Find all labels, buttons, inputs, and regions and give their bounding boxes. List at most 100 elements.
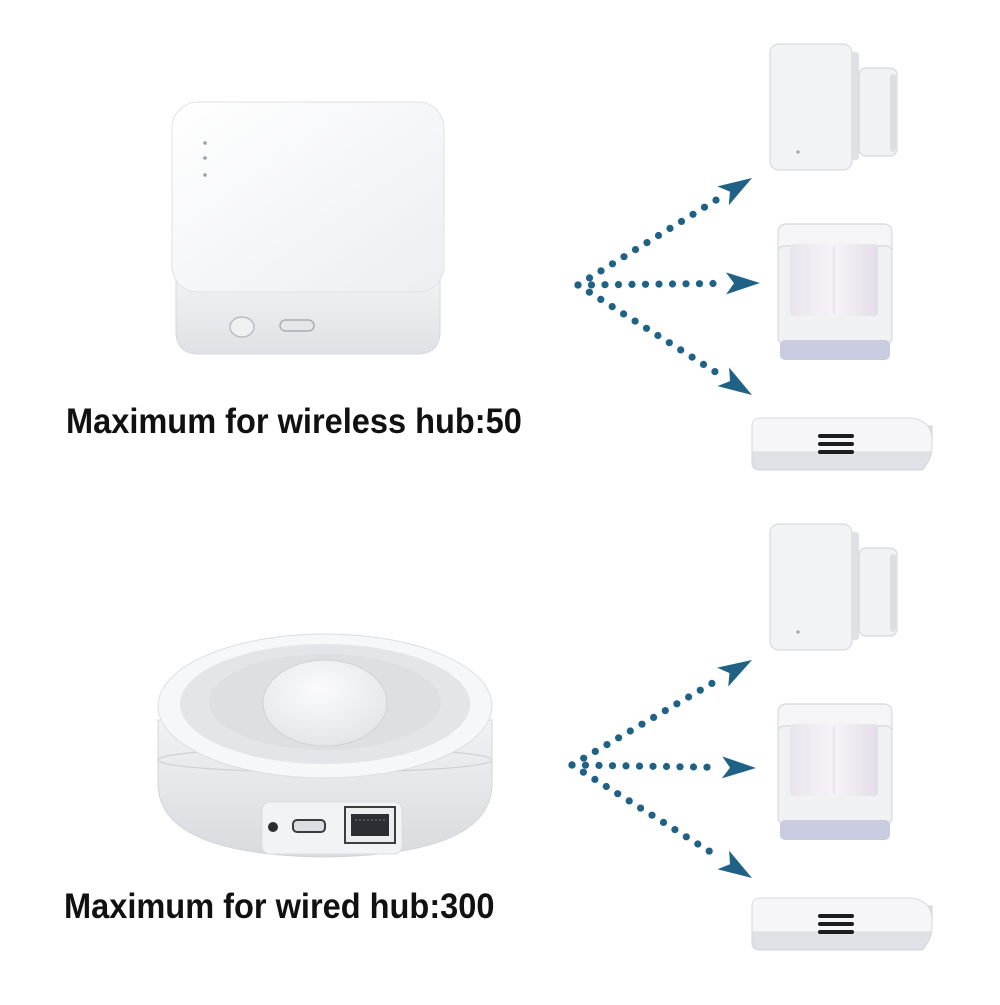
arrow-dot	[568, 761, 576, 769]
arrow-dot	[615, 734, 623, 742]
temperature-humidity-sensor	[751, 417, 933, 471]
arrow-dot	[587, 281, 596, 289]
ethernet-port-icon	[344, 806, 396, 844]
arrow-dot	[625, 797, 633, 805]
arrow-dot	[638, 720, 646, 728]
arrow-dot	[650, 713, 658, 722]
arrow-head-icon	[717, 367, 752, 395]
indicator-light	[203, 173, 207, 177]
indicator-light	[203, 141, 207, 145]
arrow-dot	[709, 279, 717, 288]
arrow-dot	[712, 196, 720, 204]
arrow-dot	[595, 761, 603, 770]
arrow-dot	[654, 331, 662, 340]
arrow-dot	[620, 253, 628, 261]
reset-hole-icon	[268, 822, 278, 832]
arrow-dot	[597, 295, 605, 303]
arrow-dot	[626, 727, 634, 735]
door-sensor	[769, 43, 898, 171]
arrow-dot	[668, 280, 677, 288]
arrow-dot	[614, 281, 623, 289]
arrow-dot	[677, 346, 685, 354]
arrow-dot	[711, 368, 719, 376]
motion-sensor	[777, 223, 893, 360]
arrow-dot	[694, 840, 702, 848]
arrow-dot	[620, 310, 628, 318]
arrow-dot	[622, 762, 630, 770]
arrow-dot	[591, 747, 599, 756]
arrow-dot	[601, 281, 609, 289]
arrow-head-icon	[721, 756, 756, 779]
sensor-group-bottom	[750, 522, 934, 952]
dotted-arrows	[568, 178, 760, 878]
arrow-dot	[682, 280, 690, 288]
arrow-head-icon	[717, 660, 752, 687]
signal-arrow	[574, 178, 752, 289]
arrow-dot	[642, 324, 651, 332]
signal-arrow	[568, 756, 756, 779]
center-button-icon	[262, 659, 388, 747]
arrow-dot	[574, 281, 582, 289]
arrow-dot	[688, 353, 696, 361]
arrow-dot	[665, 339, 673, 347]
arrow-dot	[695, 280, 704, 288]
round-wired-hub	[157, 633, 493, 858]
arrow-dot	[666, 224, 674, 232]
arrow-dot	[696, 686, 704, 694]
arrow-dot	[661, 707, 669, 715]
arrow-dot	[654, 231, 663, 240]
arrow-dot	[585, 288, 594, 296]
arrow-dot	[700, 203, 709, 211]
arrow-dot	[597, 267, 605, 275]
arrow-dot	[637, 804, 645, 812]
arrow-dot	[631, 317, 639, 325]
arrow-dot	[659, 818, 668, 827]
usb-port-icon	[279, 319, 315, 332]
arrow-dot	[673, 700, 681, 708]
arrow-dot	[705, 847, 713, 855]
reset-button-icon	[229, 316, 255, 338]
signal-arrow	[574, 281, 752, 395]
arrow-dot	[614, 790, 622, 798]
arrow-dot	[662, 762, 671, 771]
signal-arrow	[568, 660, 752, 769]
arrow-dot	[581, 761, 590, 769]
arrow-dot	[655, 280, 663, 288]
arrow-dot	[585, 274, 594, 282]
arrow-dot	[608, 260, 617, 268]
arrow-head-icon	[725, 272, 760, 295]
arrow-dot	[643, 239, 651, 247]
arrow-dot	[649, 762, 657, 770]
arrow-dot	[708, 679, 716, 688]
signal-arrow	[574, 272, 760, 295]
arrow-dot	[580, 754, 588, 762]
arrow-dot	[671, 826, 679, 834]
arrow-dot	[608, 303, 616, 311]
arrow-dot	[591, 775, 599, 784]
usb-port-icon	[292, 819, 326, 833]
arrow-head-icon	[717, 178, 752, 206]
arrow-dot	[689, 763, 698, 771]
signal-arrow	[568, 761, 752, 878]
arrow-dot	[676, 763, 684, 771]
arrow-dot	[699, 360, 708, 368]
arrow-dot	[648, 811, 656, 819]
arrow-dot	[641, 280, 650, 288]
square-wireless-hub	[171, 101, 445, 355]
arrow-head-icon	[717, 850, 752, 878]
arrow-dot	[608, 762, 617, 770]
arrow-dot	[631, 246, 640, 254]
arrow-dot	[628, 280, 636, 288]
arrow-dot	[579, 768, 588, 776]
arrow-dot	[602, 782, 610, 791]
sensor-group-top	[751, 43, 933, 471]
arrow-dot	[685, 693, 693, 701]
wired-hub-caption: Maximum for wired hub:300	[64, 887, 495, 926]
indicator-light	[203, 156, 207, 160]
arrow-dot	[603, 741, 611, 749]
arrow-dot	[682, 833, 690, 841]
arrow-dot	[635, 762, 644, 770]
arrow-dot	[689, 210, 697, 218]
